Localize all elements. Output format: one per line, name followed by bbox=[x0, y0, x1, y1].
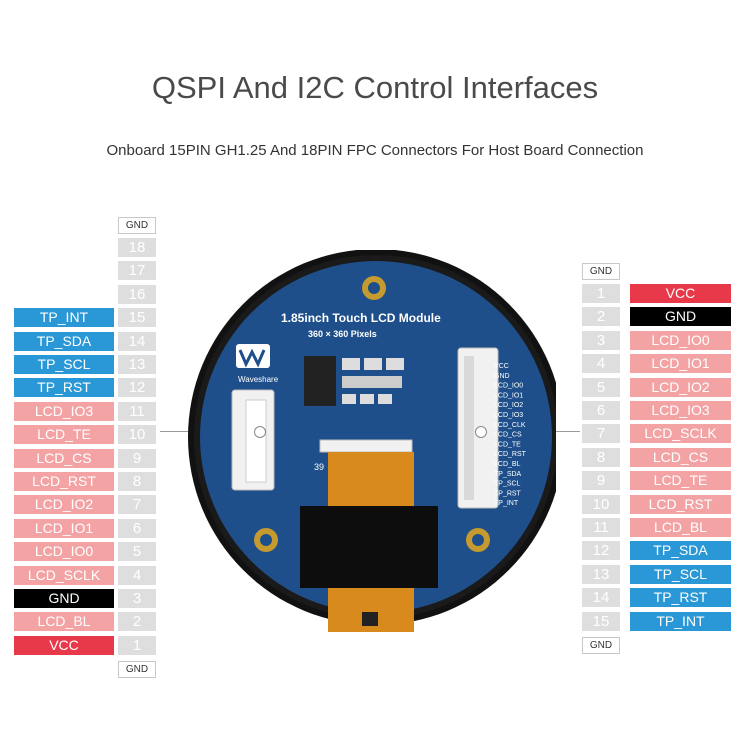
left-pin-number: 13 bbox=[118, 355, 156, 374]
silk-labels: VCC GND LCD_IO0LCD_IO1LCD_IO2LCD_IO3LCD_CL… bbox=[494, 363, 527, 507]
left-signal-lcd-rst: LCD_RST bbox=[14, 472, 114, 491]
right-pin-number: 6 bbox=[582, 401, 620, 420]
left-signal-lcd-sclk: LCD_SCLK bbox=[14, 565, 114, 585]
left-leader-dot bbox=[254, 426, 266, 438]
right-pin-number: 12 bbox=[582, 541, 620, 561]
left-pin-number: 9 bbox=[118, 448, 156, 468]
silk-label: VCC bbox=[494, 363, 509, 370]
ic-chip bbox=[304, 356, 336, 406]
right-pin-number: 1 bbox=[582, 284, 620, 303]
right-pin-number: 4 bbox=[582, 354, 620, 374]
lcd-module-board: Waveshare 1.85inch Touch LCD Module 360 … bbox=[188, 250, 556, 632]
right-signal-gnd: GND bbox=[630, 307, 731, 327]
right-pin-number: 7 bbox=[582, 424, 620, 444]
right-pin-number: 5 bbox=[582, 377, 620, 397]
board-brand: Waveshare bbox=[238, 375, 279, 384]
board-title: 1.85inch Touch LCD Module bbox=[281, 311, 441, 325]
right-pin-number: 8 bbox=[582, 447, 620, 467]
right-pin-number: 10 bbox=[582, 494, 620, 514]
right-signal-lcd-io3: LCD_IO3 bbox=[630, 401, 731, 420]
left-pin-number: 12 bbox=[118, 378, 156, 398]
silk-label: TP_INT bbox=[494, 500, 519, 507]
silk-label: LCD_IO0 bbox=[494, 383, 523, 390]
left-signal-lcd-te: LCD_TE bbox=[14, 425, 114, 445]
left-signal-gnd: GND bbox=[14, 589, 114, 608]
board-resolution: 360 × 360 Pixels bbox=[308, 329, 377, 339]
left-pin-number: 17 bbox=[118, 261, 156, 281]
right-signal-lcd-sclk: LCD_SCLK bbox=[630, 424, 731, 444]
left-pin-number: 16 bbox=[118, 284, 156, 304]
waveshare-logo-icon bbox=[236, 344, 270, 368]
right-gnd-top: GND bbox=[582, 263, 620, 280]
silk-label: LCD_IO2 bbox=[494, 402, 523, 409]
fpc-socket-bottom bbox=[319, 439, 413, 453]
fpc-mark: 39 bbox=[314, 462, 324, 472]
right-leader-dot bbox=[475, 426, 487, 438]
right-pin-number: 13 bbox=[582, 564, 620, 584]
ribbon-stiffener bbox=[300, 506, 438, 588]
left-pin-number: 3 bbox=[118, 589, 156, 608]
right-signal-lcd-cs: LCD_CS bbox=[630, 447, 731, 467]
silk-label: TP_RST bbox=[494, 490, 522, 497]
left-pin-number: 2 bbox=[118, 612, 156, 632]
right-signal-tp-int: TP_INT bbox=[630, 611, 731, 631]
right-signal-lcd-io1: LCD_IO1 bbox=[630, 354, 731, 374]
left-pin-number: 14 bbox=[118, 331, 156, 351]
silk-label: LCD_RST bbox=[494, 451, 527, 458]
silk-label: GND bbox=[494, 373, 510, 380]
left-pin-number: 10 bbox=[118, 425, 156, 445]
left-signal-tp-sda: TP_SDA bbox=[14, 331, 114, 351]
left-pin-number: 7 bbox=[118, 495, 156, 515]
right-signal-lcd-te: LCD_TE bbox=[630, 471, 731, 491]
left-pin-number: 1 bbox=[118, 635, 156, 655]
left-gnd-top: GND bbox=[118, 217, 156, 234]
right-signal-tp-sda: TP_SDA bbox=[630, 541, 731, 561]
right-signal-lcd-rst: LCD_RST bbox=[630, 494, 731, 514]
right-gnd-bottom: GND bbox=[582, 637, 620, 654]
left-signal-tp-int: TP_INT bbox=[14, 308, 114, 328]
page-subtitle: Onboard 15PIN GH1.25 And 18PIN FPC Conne… bbox=[106, 142, 644, 159]
left-gnd-bottom: GND bbox=[118, 661, 156, 679]
right-pin-number: 11 bbox=[582, 518, 620, 537]
right-signal-vcc: VCC bbox=[630, 284, 731, 303]
right-pin-number: 2 bbox=[582, 307, 620, 327]
right-signal-tp-rst: TP_RST bbox=[630, 588, 731, 608]
right-pin-number: 3 bbox=[582, 330, 620, 350]
left-pin-number: 15 bbox=[118, 308, 156, 328]
left-signal-lcd-cs: LCD_CS bbox=[14, 448, 114, 468]
right-signal-lcd-io0: LCD_IO0 bbox=[630, 330, 731, 350]
left-pin-number: 5 bbox=[118, 542, 156, 562]
silk-label: LCD_IO1 bbox=[494, 392, 523, 399]
left-signal-tp-rst: TP_RST bbox=[14, 378, 114, 398]
silk-label: LCD_CLK bbox=[494, 422, 526, 429]
silk-label: LCD_IO3 bbox=[494, 412, 523, 419]
silk-label: TP_SCL bbox=[494, 481, 521, 488]
left-signal-vcc: VCC bbox=[14, 635, 114, 655]
left-signal-lcd-io1: LCD_IO1 bbox=[14, 518, 114, 538]
page-title: QSPI And I2C Control Interfaces bbox=[151, 70, 599, 105]
right-pin-number: 15 bbox=[582, 611, 620, 631]
silk-label: LCD_CS bbox=[494, 432, 522, 439]
right-signal-lcd-io2: LCD_IO2 bbox=[630, 377, 731, 397]
right-pin-number: 14 bbox=[582, 588, 620, 608]
left-signal-lcd-bl: LCD_BL bbox=[14, 612, 114, 632]
left-signal-lcd-io3: LCD_IO3 bbox=[14, 401, 114, 421]
silk-label: LCD_TE bbox=[494, 441, 521, 448]
left-pin-number: 4 bbox=[118, 565, 156, 585]
left-signal-lcd-io0: LCD_IO0 bbox=[14, 542, 114, 562]
left-pin-number: 18 bbox=[118, 238, 156, 257]
right-signal-tp-scl: TP_SCL bbox=[630, 564, 731, 584]
left-pin-number: 11 bbox=[118, 401, 156, 421]
silk-label: TP_SDA bbox=[494, 471, 522, 478]
right-pin-number: 9 bbox=[582, 471, 620, 491]
left-pin-number: 6 bbox=[118, 518, 156, 538]
left-signal-tp-scl: TP_SCL bbox=[14, 355, 114, 374]
silk-label: LCD_BL bbox=[494, 461, 521, 468]
left-signal-lcd-io2: LCD_IO2 bbox=[14, 495, 114, 515]
left-pin-number: 8 bbox=[118, 472, 156, 491]
right-signal-lcd-bl: LCD_BL bbox=[630, 518, 731, 537]
